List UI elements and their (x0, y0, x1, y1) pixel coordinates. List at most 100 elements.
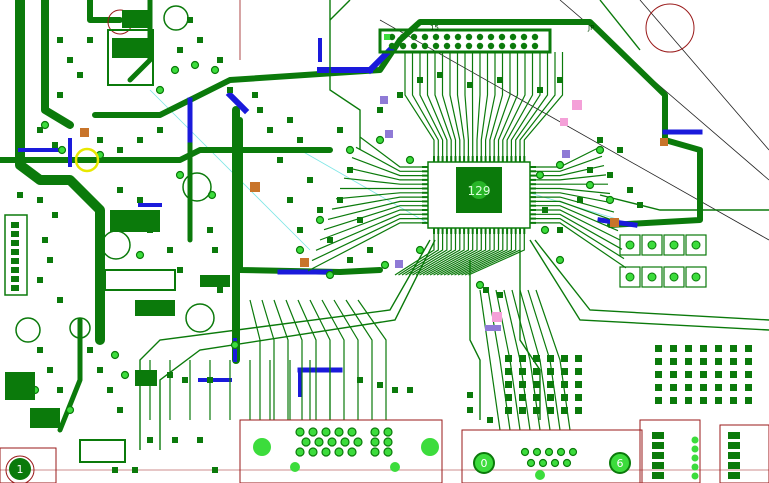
resistor-pad (547, 407, 554, 414)
capacitor-outline (163, 5, 189, 31)
signal-trace (447, 234, 500, 276)
array-outline (641, 266, 663, 288)
via (605, 195, 615, 205)
capacitors (15, 5, 215, 343)
signal-trace (329, 0, 361, 150)
smd-pad (117, 407, 123, 413)
main-ic: 129 (422, 156, 536, 234)
vga-pin (353, 437, 363, 447)
smd-pad (167, 372, 173, 378)
ic-pin (458, 228, 461, 234)
purple-component (385, 130, 393, 138)
header-pad (487, 33, 495, 41)
signal-trace (511, 289, 541, 431)
signal-trace (307, 222, 422, 272)
connector-pad (652, 442, 664, 449)
ic-pin (519, 156, 521, 162)
resistor-pad (575, 381, 582, 388)
db9-pin (550, 458, 560, 468)
resistor-pad (575, 394, 582, 401)
connector-via (691, 454, 699, 462)
via (175, 170, 185, 180)
signal-trace (536, 174, 607, 181)
signal-traces (149, 52, 627, 431)
header-pad (454, 42, 462, 50)
smd-pad (137, 137, 143, 143)
signal-trace (536, 200, 617, 222)
vga-pin (370, 447, 380, 457)
airwire (299, 149, 441, 231)
outline-traces (139, 0, 769, 450)
resistor-pad (519, 368, 526, 375)
ic-pin (530, 170, 536, 173)
ic-pins (422, 156, 536, 234)
smd-pad (112, 467, 118, 473)
ic-pin (422, 200, 428, 203)
signal-trace (468, 234, 525, 276)
smd-pad (557, 227, 563, 233)
signal-trace (319, 209, 422, 241)
smd-pad (147, 437, 153, 443)
db9-pin (526, 458, 536, 468)
via (585, 180, 595, 190)
purple-component (395, 260, 403, 268)
via (380, 260, 390, 270)
signal-trace (408, 234, 452, 276)
capacitor-outline (182, 172, 212, 202)
smd-pad (497, 292, 503, 298)
smd-pad (167, 247, 173, 253)
mounting-hole (609, 452, 631, 474)
ic-pin (530, 221, 536, 224)
smd-pad (217, 287, 223, 293)
signal-trace (315, 213, 422, 251)
signal-trace (536, 218, 625, 260)
component-pad (5, 372, 35, 400)
signal-trace (536, 196, 615, 213)
header-pin (11, 267, 19, 273)
smd-pad (212, 247, 218, 253)
ic-pin (422, 174, 428, 177)
resistor-pad (655, 358, 662, 365)
array-outline (663, 266, 685, 288)
smd-pad (437, 72, 443, 78)
mounting-hole (421, 438, 439, 456)
connector-pad (728, 462, 740, 469)
component-pad (122, 10, 152, 28)
resistor-pad (685, 384, 692, 391)
ic-pin (497, 228, 500, 234)
smd-pad (287, 117, 293, 123)
db9-pin (568, 447, 578, 457)
array-via (669, 272, 679, 282)
header-pad (443, 33, 451, 41)
connector-pad (652, 472, 664, 479)
smd-pad (132, 467, 138, 473)
power-trace (15, 0, 105, 345)
ic-pin (493, 156, 496, 162)
smd-pad (627, 187, 633, 193)
smd-pad (207, 227, 213, 233)
resistor-pad (533, 368, 540, 375)
connector-pad (728, 442, 740, 449)
header-pad (531, 33, 539, 41)
ic-pin (530, 213, 536, 216)
signal-trace (485, 52, 496, 156)
vga-pin (383, 437, 393, 447)
ic-pin (514, 156, 517, 162)
signal-trace (461, 234, 517, 276)
connector-via (691, 436, 699, 444)
signal-trace (329, 0, 351, 21)
signal-trace (415, 234, 461, 276)
component-pad (135, 370, 157, 386)
array-outline (685, 234, 707, 256)
header-pad (531, 42, 539, 50)
smd-pad (42, 237, 48, 243)
via (135, 250, 145, 260)
resistor-pad (700, 397, 707, 404)
via (210, 65, 220, 75)
via (595, 145, 605, 155)
header-pad (410, 42, 418, 50)
selection-highlight-ring (74, 147, 100, 173)
vga-pin (321, 447, 331, 457)
resistor-pad (519, 381, 526, 388)
smd-pad (137, 197, 143, 203)
